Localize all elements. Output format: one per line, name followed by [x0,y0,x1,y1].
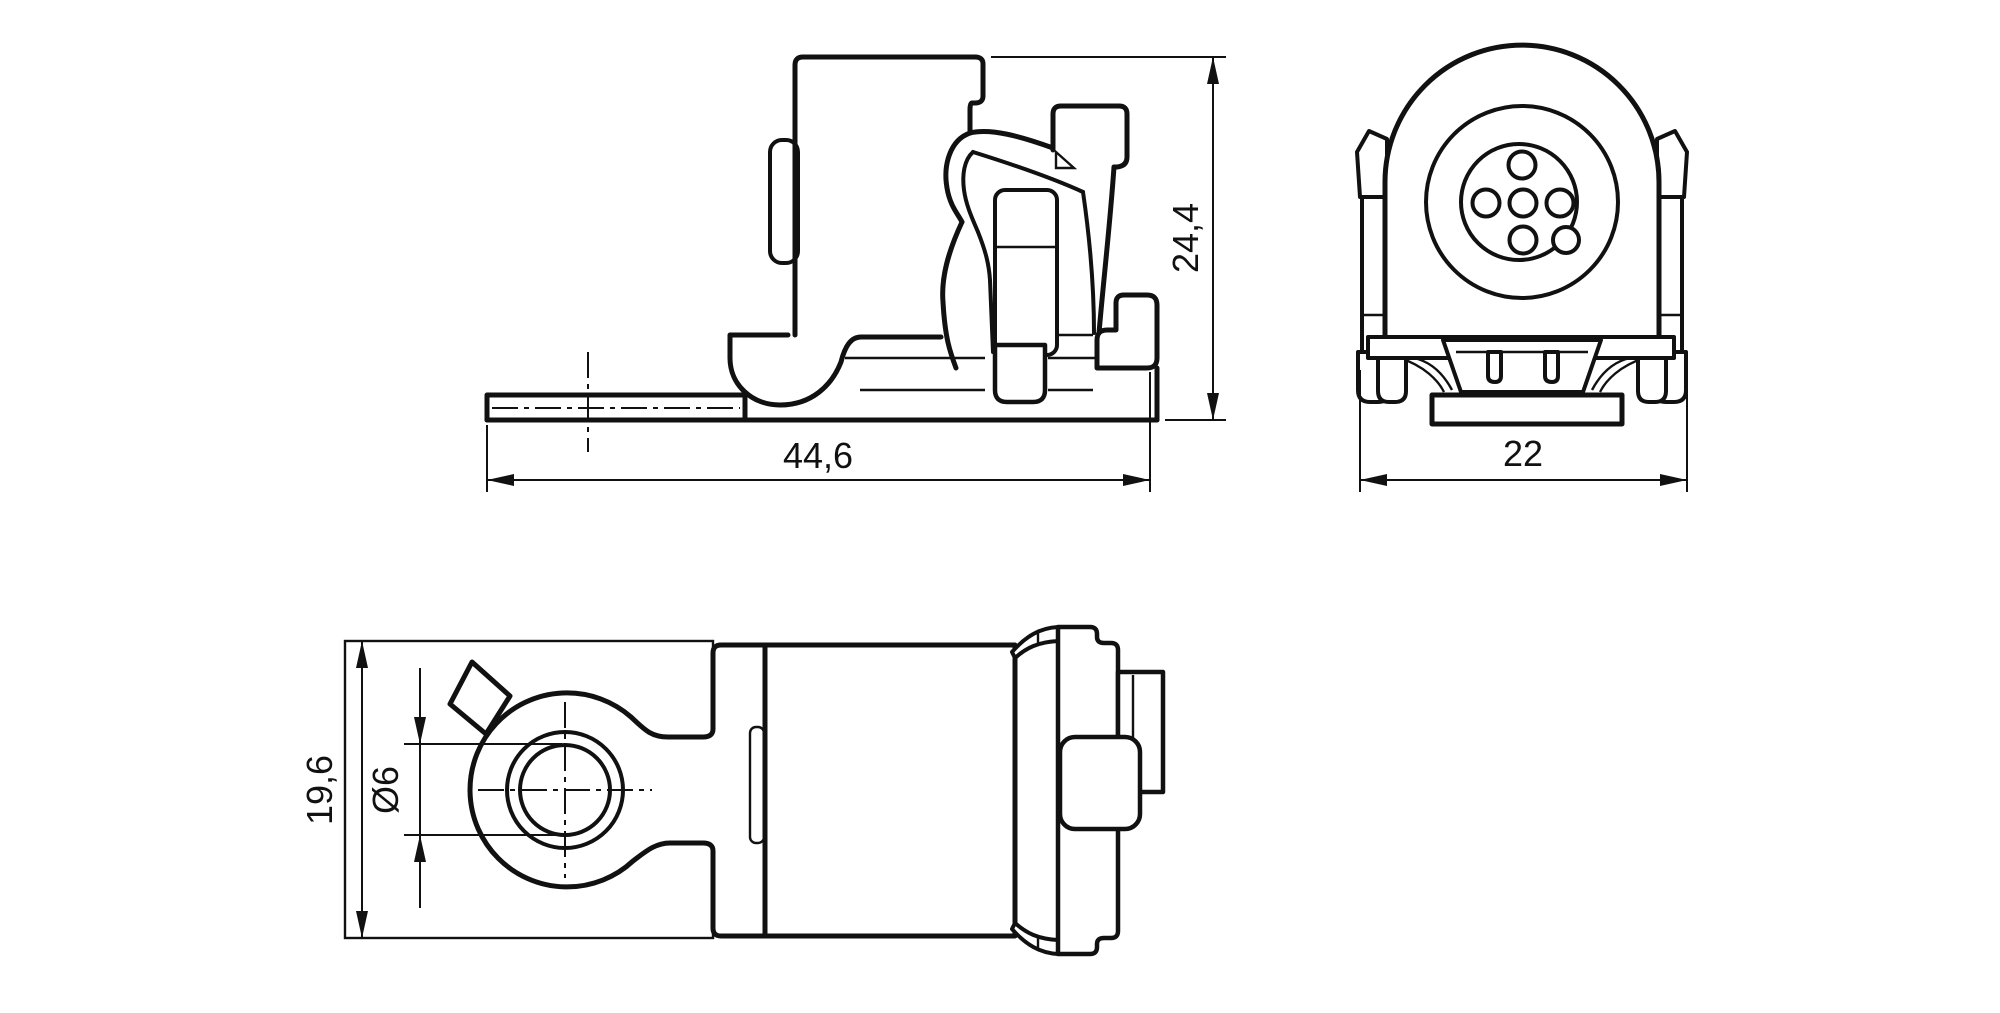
latch-arm [940,103,1130,371]
dimension-hole-diameter-label: Ø6 [365,766,406,814]
body-block [762,642,1018,939]
arrowhead-right [1660,474,1687,486]
arrowhead-up [414,835,426,862]
terminal-foot [992,342,1048,405]
pocket-pin [1543,350,1560,384]
connector-face [1424,104,1620,300]
connector-pin-holes [1470,149,1576,256]
clip-button [1057,734,1143,832]
pin-hole-top [1506,149,1538,181]
ear-strip [1656,195,1684,354]
latch-head [1050,103,1130,170]
arrowhead-top [356,641,368,668]
dimension-hole-diameter: Ø6 [365,668,562,908]
body-side-groove [748,725,766,845]
bottom-view: 19,6 Ø6 [299,624,1166,957]
dimension-plate-width: 19,6 [299,641,368,938]
pocket-pin [1486,350,1503,384]
clip-horn-top [1010,625,1060,660]
clip-horn-bottom [1010,921,1060,956]
dimension-length-label: 44,6 [783,435,853,476]
arrowhead-left [487,474,514,486]
dimension-height: 24,4 [991,56,1226,421]
arrowhead-bottom [356,911,368,938]
latch-top-edge [967,128,1056,151]
dimension-height-label: 24,4 [1165,203,1206,273]
dimension-plate-width-label: 19,6 [299,755,340,825]
bracket-foot [1636,356,1668,404]
latch-leg-outer [940,219,965,371]
latch-column-outer [1096,164,1117,336]
clip-assembly [1010,624,1166,957]
arrowhead-bottom [1207,393,1219,420]
base-hook-profile [727,332,944,408]
mounting-plate [484,392,748,423]
pin-hole-left [1470,187,1502,219]
front-view: 22 [1355,42,1689,492]
dimension-length: 44,6 [486,372,1151,492]
front-bracket [1366,335,1676,427]
latch-detail-notch [1054,149,1078,170]
side-view: 44,6 24,4 [484,54,1226,492]
arrowhead-top [1207,57,1219,84]
dimension-width-label: 22 [1503,433,1543,474]
terminal-window [993,188,1059,357]
dimension-width: 22 [1359,370,1688,492]
latch-leg-inner [976,230,995,354]
arrowhead-down [414,717,426,744]
base-plate [1429,392,1625,427]
pin-hole-right [1544,187,1576,219]
bracket-foot [1376,356,1408,404]
latch-bulge-outer [943,130,973,225]
latch-band-lower-edge [971,150,1085,194]
arrowhead-right [1123,474,1150,486]
pin-hole-bottom [1507,224,1539,256]
latch-bulge-inner [961,150,980,234]
bracket-wing [1590,356,1631,391]
connector-keying-notch [1551,225,1581,255]
right-j-hook [1094,292,1160,371]
arrowhead-left [1360,474,1387,486]
bracket-wing [1413,356,1454,391]
ear-strip [1360,195,1388,354]
latch-column-inner [1081,190,1096,335]
anti-rotation-tab [447,659,513,737]
connector-outer-ring [1424,104,1620,300]
right-ear [1652,129,1689,404]
housing-body-outline [792,54,986,338]
side-strap-tab [768,138,800,265]
pin-hole-center [1507,187,1539,219]
bracket-pocket [1441,338,1603,394]
connector-pin-disc [1459,142,1579,262]
